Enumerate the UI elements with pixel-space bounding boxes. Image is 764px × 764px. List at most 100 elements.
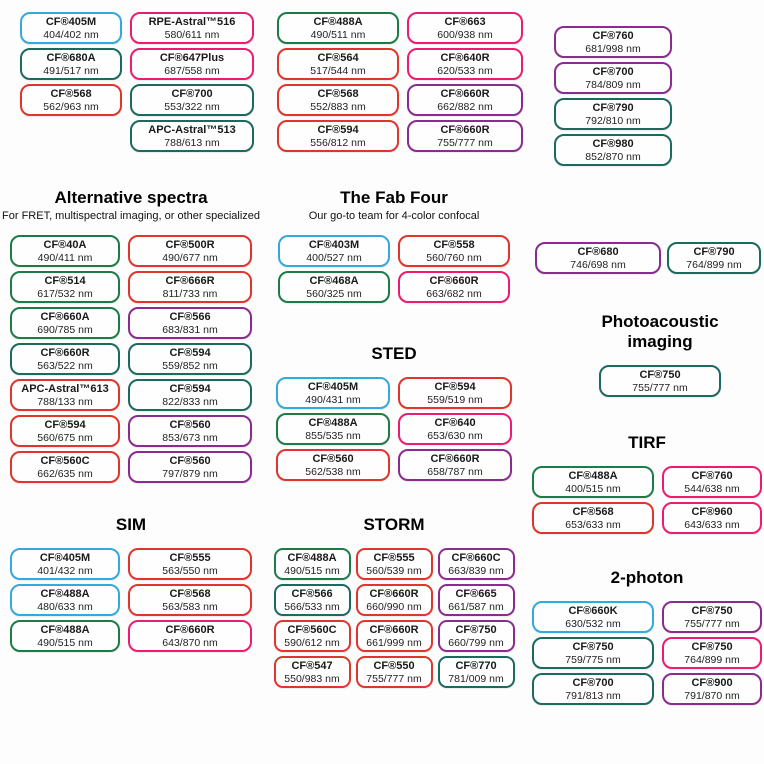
dye-name: CF®770 <box>455 659 497 672</box>
dye-wavelengths: 517/544 nm <box>310 64 366 77</box>
dye-name: CF®680 <box>577 245 619 258</box>
dye-wavelengths: 653/630 nm <box>427 429 483 442</box>
dye-wavelengths: 401/432 nm <box>37 564 93 577</box>
dye-wavelengths: 660/990 nm <box>366 600 422 613</box>
dye-name: CF®680A <box>46 51 96 64</box>
section-title: 2-photon <box>610 568 684 587</box>
dye-wavelengths: 490/411 nm <box>37 251 93 264</box>
dye-wavelengths: 784/809 nm <box>585 78 641 91</box>
dye-wavelengths: 759/775 nm <box>565 653 621 666</box>
dye-wavelengths: 550/983 nm <box>284 672 340 685</box>
dye-wavelengths: 791/870 nm <box>684 689 740 702</box>
dye-wavelengths: 755/777 nm <box>366 672 422 685</box>
dye-wavelengths: 560/539 nm <box>366 564 422 577</box>
dye-wavelengths: 491/517 nm <box>43 64 99 77</box>
dye-wavelengths: 559/852 nm <box>162 359 218 372</box>
dye-name: CF®568 <box>50 87 92 100</box>
dye-name: RPE-Astral™516 <box>148 15 236 28</box>
dye-wavelengths: 560/760 nm <box>426 251 482 264</box>
dye-wavelengths: 764/899 nm <box>684 653 740 666</box>
dye-name: CF®488A <box>40 623 90 636</box>
dye-name: CF®660R <box>40 346 90 359</box>
dye-name: APC-Astral™613 <box>21 382 109 395</box>
dye-wavelengths: 746/698 nm <box>570 258 626 271</box>
dye-wavelengths: 490/515 nm <box>284 564 340 577</box>
dye-name: CF®547 <box>291 659 333 672</box>
dye-wavelengths: 853/673 nm <box>162 431 218 444</box>
dye-wavelengths: 620/533 nm <box>437 64 493 77</box>
dye-name: CF®790 <box>693 245 735 258</box>
dye-wavelengths: 480/633 nm <box>37 600 93 613</box>
dye-name: CF®555 <box>169 551 211 564</box>
dye-wavelengths: 792/810 nm <box>585 114 641 127</box>
dye-wavelengths: 661/587 nm <box>448 600 504 613</box>
dye-wavelengths: 560/325 nm <box>306 287 362 300</box>
dye-wavelengths: 580/611 nm <box>164 28 220 41</box>
dye-name: CF®568 <box>317 87 359 100</box>
dye-wavelengths: 400/515 nm <box>565 482 621 495</box>
dye-wavelengths: 811/733 nm <box>162 287 218 300</box>
dye-name: CF®640R <box>440 51 490 64</box>
dye-name: CF®566 <box>291 587 333 600</box>
dye-name: CF®560C <box>287 623 337 636</box>
dye-wavelengths: 797/879 nm <box>162 467 218 480</box>
section-title: SIM <box>115 515 147 534</box>
dye-wavelengths: 563/583 nm <box>162 600 218 613</box>
dye-wavelengths: 788/613 nm <box>164 136 220 149</box>
dye-wavelengths: 552/883 nm <box>310 100 366 113</box>
dye-name: CF®760 <box>691 469 733 482</box>
section-title: STORM <box>363 515 425 534</box>
dye-wavelengths: 788/133 nm <box>37 395 93 408</box>
dye-wavelengths: 683/831 nm <box>162 323 218 336</box>
dye-name: CF®560C <box>40 454 90 467</box>
dye-name: CF®405M <box>45 15 97 28</box>
dye-wavelengths: 662/882 nm <box>437 100 493 113</box>
dye-name: CF®564 <box>317 51 359 64</box>
dye-name: CF®594 <box>44 418 86 431</box>
dye-name: CF®488A <box>287 551 337 564</box>
dye-wavelengths: 643/633 nm <box>684 518 740 531</box>
